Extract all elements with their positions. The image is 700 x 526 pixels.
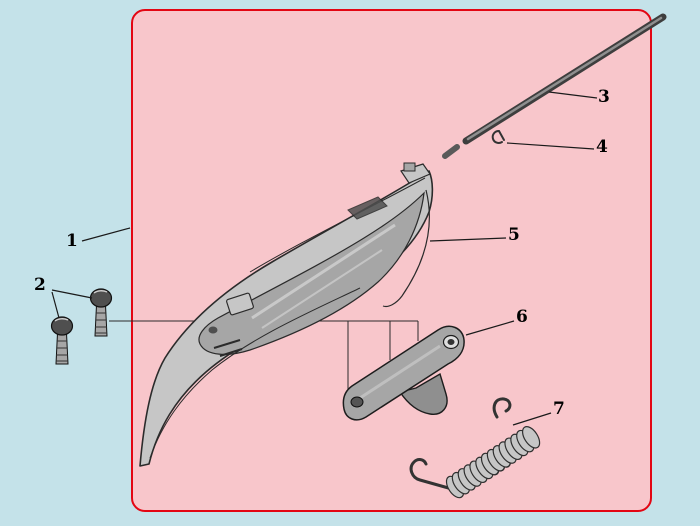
bolt-lower [50,316,74,365]
part-label-2: 2 [34,275,46,295]
diagram-panel [131,9,652,512]
part-label-4: 4 [596,137,608,157]
part-label-1: 1 [66,231,78,251]
part-label-3: 3 [598,87,610,107]
part-label-7: 7 [553,399,565,419]
part-label-5: 5 [508,225,520,245]
part-bolts [50,288,113,365]
bolt-upper [89,288,113,337]
part-label-6: 6 [516,307,528,327]
